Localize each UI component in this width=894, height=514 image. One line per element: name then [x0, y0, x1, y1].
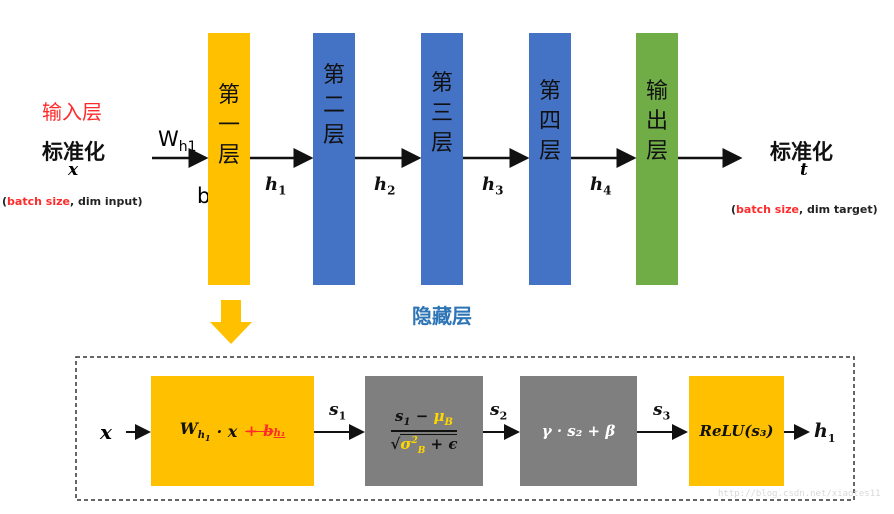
s2-label: s2	[490, 400, 508, 423]
input-variable-x: x	[68, 160, 79, 180]
output-layer-char-1: 输	[645, 79, 668, 104]
linear-weight: Wh1	[179, 418, 211, 444]
input-layer-title: 输入层	[42, 100, 102, 124]
output-layer-bar: 输 出 层	[636, 33, 678, 285]
h4-label: h4	[590, 174, 612, 198]
relu-box: ReLU(s₃)	[689, 376, 784, 486]
batch-norm-box: s1 − μB √σ2B + ϵ	[365, 376, 483, 486]
layer-3-char-1: 第	[430, 71, 453, 96]
detail-input-x: x	[100, 420, 112, 444]
layer-2-char-1: 第	[322, 63, 345, 88]
layer-1-char-3: 层	[217, 143, 240, 168]
s1-label: s1	[329, 400, 347, 423]
down-arrow-icon	[210, 300, 252, 344]
h1-label: h1	[265, 174, 287, 198]
layer-2-char-2: 二	[322, 93, 345, 118]
output-shape-note: (batch size, dim target)	[731, 203, 878, 216]
output-normalize-label: 标准化	[770, 140, 833, 164]
batch-norm-fraction: s1 − μB √σ2B + ϵ	[390, 406, 458, 456]
layer-1-char-2: 一	[217, 113, 240, 138]
output-variable-t: t	[800, 160, 808, 180]
h2-label: h2	[374, 174, 396, 198]
layer-4-bar: 第 四 层	[529, 33, 571, 285]
detail-dashed-frame	[75, 356, 855, 501]
layer-3-char-3: 层	[430, 131, 453, 156]
sqrt-icon: √	[390, 434, 401, 453]
layer-4-char-1: 第	[538, 79, 561, 104]
layer-4-char-2: 四	[538, 109, 561, 134]
detail-output-h1: h1	[814, 420, 836, 445]
input-shape-note: (batch size, dim input)	[2, 195, 143, 208]
layer-2-char-3: 层	[322, 123, 345, 148]
s3-label: s3	[653, 400, 671, 423]
output-layer-char-2: 出	[645, 109, 668, 134]
layer-4-char-3: 层	[538, 139, 561, 164]
input-normalize-label: 标准化	[42, 140, 105, 164]
scale-shift-box: γ · s₂ + β	[520, 376, 637, 486]
layer-1-char-1: 第	[217, 83, 240, 108]
output-layer-char-3: 层	[645, 139, 668, 164]
layer-2-bar: 第 二 层	[313, 33, 355, 285]
linear-bias-struck: + bh₁	[245, 422, 286, 440]
layer-3-char-2: 三	[430, 101, 453, 126]
watermark: http://blog.csdn.net/xiaotes11	[718, 489, 881, 499]
layer-3-bar: 第 三 层	[421, 33, 463, 285]
hidden-layer-label: 隐藏层	[412, 304, 472, 328]
linear-transform-box: Wh1 · x + bh₁	[151, 376, 314, 486]
h3-label: h3	[482, 174, 504, 198]
layer-1-bar: 第 一 层	[208, 33, 250, 285]
